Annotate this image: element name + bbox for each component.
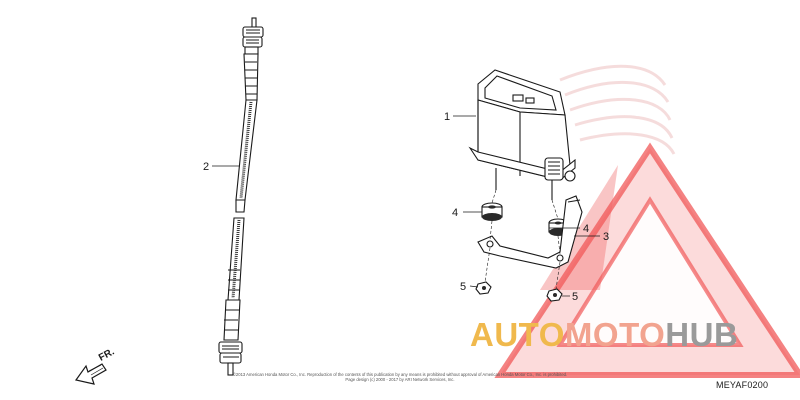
- grommet-left: [481, 202, 503, 221]
- assembly-lines: [484, 189, 561, 290]
- callout-5-left: 5: [460, 281, 466, 293]
- copyright-line-1: ©2013 American Honda Motor Co., Inc. Rep…: [232, 372, 568, 377]
- speedometer-assembly: [468, 69, 576, 200]
- leader-lines: [212, 115, 600, 297]
- mounting-bracket: [477, 195, 583, 269]
- callout-4-left: 4: [452, 207, 458, 219]
- callout-3: 3: [603, 231, 609, 243]
- diagram-code: MEYAF0200: [716, 380, 769, 390]
- callout-4-right: 4: [583, 223, 589, 235]
- speedometer-drive-fitting: [544, 157, 576, 182]
- callout-5-right: 5: [572, 291, 578, 303]
- nut-left: [475, 281, 492, 295]
- watermark-wordmark: AUTOMOTOHUB: [470, 316, 738, 354]
- copyright-notice: ©2013 American Honda Motor Co., Inc. Rep…: [215, 372, 585, 382]
- watermark-triangle-logo: [494, 142, 800, 378]
- speedometer-cable: [218, 17, 264, 376]
- watermark-word-moto: MOTO: [564, 316, 666, 353]
- callout-1: 1: [444, 111, 450, 123]
- front-direction-arrow-icon: [74, 363, 107, 385]
- callout-2: 2: [203, 161, 209, 173]
- nut-right: [546, 288, 563, 302]
- watermark-word-hub: HUB: [665, 316, 739, 353]
- copyright-line-2: Page design (c) 2000 - 2017 by ARI Netwo…: [345, 377, 455, 382]
- honda-wing-watermark: [559, 64, 676, 155]
- watermark-word-auto: AUTO: [470, 316, 565, 353]
